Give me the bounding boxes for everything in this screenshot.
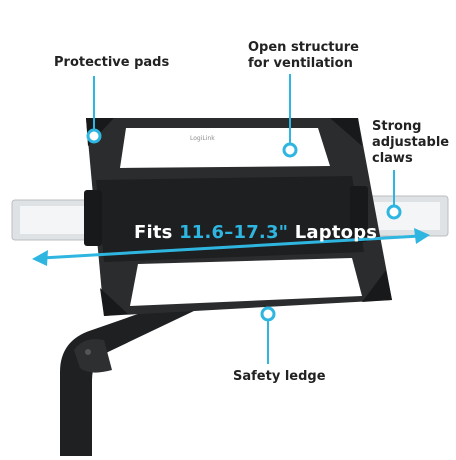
dot-ledge: [260, 306, 276, 322]
callout-ventilation: Open structure for ventilation: [248, 40, 359, 72]
arm-screw: [85, 349, 91, 355]
callout-safety-ledge: Safety ledge: [233, 369, 326, 385]
vent-cutout-bottom: [130, 258, 362, 306]
left-claw-slot: [20, 206, 86, 234]
callout-protective-pads-text: Protective pads: [54, 55, 170, 70]
brand-logo: LogiLink: [190, 135, 215, 142]
callout-claws-line1: Strong: [372, 119, 422, 134]
callout-claws-line2: adjustable: [372, 135, 450, 150]
vent-cutout-top: [120, 128, 330, 168]
center-bar: [96, 176, 364, 262]
pad-top-right: [330, 118, 362, 146]
right-claw-slot: [370, 202, 440, 230]
callout-ventilation-line1: Open structure: [248, 40, 359, 55]
mount-arm: [60, 300, 196, 456]
dot-vent: [282, 142, 298, 158]
size-arrow-left-head: [32, 250, 48, 266]
callout-ventilation-line2: for ventilation: [248, 56, 353, 71]
callout-claws-line3: claws: [372, 151, 413, 166]
mount-arm-joint: [74, 339, 112, 373]
size-arrow-line: [41, 234, 421, 260]
callout-claws: Strong adjustable claws: [372, 119, 449, 167]
fits-banner: Fits 11.6–17.3" Laptops: [134, 222, 377, 243]
size-arrow-right-head: [414, 228, 430, 244]
callout-safety-ledge-text: Safety ledge: [233, 369, 326, 384]
dot-pads: [86, 128, 102, 144]
right-claw-holder: [350, 186, 368, 242]
left-claw-holder: [84, 190, 102, 246]
fits-prefix: Fits: [134, 222, 180, 243]
fits-range: 11.6–17.3": [179, 222, 289, 243]
pad-bottom-left: [100, 288, 128, 316]
callout-protective-pads: Protective pads: [54, 55, 169, 71]
dot-claws: [386, 204, 402, 220]
fits-suffix: Laptops: [288, 222, 378, 243]
pad-bottom-right: [362, 270, 392, 302]
